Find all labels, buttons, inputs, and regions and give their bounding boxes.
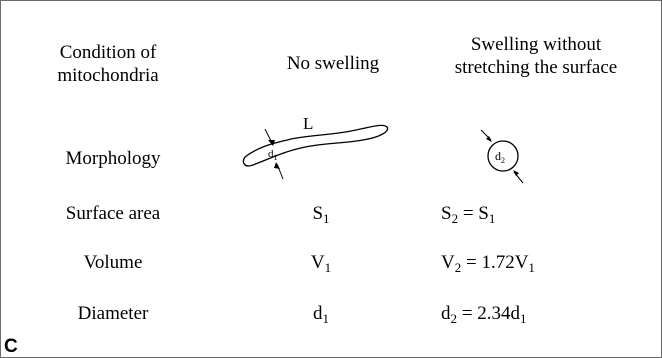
volume-swelling: V2 = 1.72V1: [441, 251, 611, 274]
diameter-swelling: d2 = 2.34d1: [441, 302, 611, 325]
v2-rest: = 1.72V: [461, 252, 528, 273]
d1-sub: 1: [323, 311, 330, 326]
label-d1: d1: [268, 148, 278, 162]
header-condition: Condition of mitochondria: [38, 41, 178, 87]
label-L: L: [303, 114, 313, 133]
header-swelling: Swelling without stretching the surface: [431, 33, 641, 79]
v2-rest-sub: 1: [528, 260, 535, 275]
header-swelling-line2: stretching the surface: [431, 56, 641, 79]
header-swelling-line1: Swelling without: [431, 33, 641, 56]
header-condition-line1: Condition of: [38, 41, 178, 64]
d2-rest-sub: 1: [520, 311, 527, 326]
s2-base: S: [441, 203, 452, 224]
header-condition-line2: mitochondria: [38, 64, 178, 87]
row-label-surface-area: Surface area: [38, 202, 188, 225]
row-label-volume: Volume: [38, 251, 188, 274]
d2-arrowhead-bottom: [513, 170, 519, 176]
d2-base: d: [441, 303, 451, 324]
label-d2: d2: [495, 149, 505, 165]
panel-label: C: [4, 337, 18, 357]
volume-no-swelling: V1: [291, 251, 351, 274]
d1-base: d: [313, 303, 323, 324]
d2-rest: = 2.34d: [457, 303, 520, 324]
diameter-no-swelling: d1: [291, 302, 351, 325]
mitochondrion-outline: [243, 125, 387, 166]
s1-base: S: [312, 203, 323, 224]
s2-rest: = S: [458, 203, 489, 224]
row-label-morphology: Morphology: [38, 147, 188, 170]
header-no-swelling: No swelling: [253, 52, 413, 75]
surface-area-no-swelling: S1: [291, 202, 351, 225]
v1-base: V: [311, 252, 325, 273]
mitochondrion-swollen-diagram: d2: [473, 126, 533, 196]
s1-sub: 1: [323, 211, 330, 226]
s2-rest-sub: 1: [489, 211, 496, 226]
surface-area-swelling: S2 = S1: [441, 202, 581, 225]
d2-arrowhead-top: [486, 136, 492, 142]
v1-sub: 1: [325, 260, 332, 275]
row-label-diameter: Diameter: [38, 302, 188, 325]
v2-base: V: [441, 252, 455, 273]
diameter-arrowhead-bottom: [274, 162, 280, 169]
mitochondrion-elongated-diagram: L d1: [231, 109, 401, 184]
